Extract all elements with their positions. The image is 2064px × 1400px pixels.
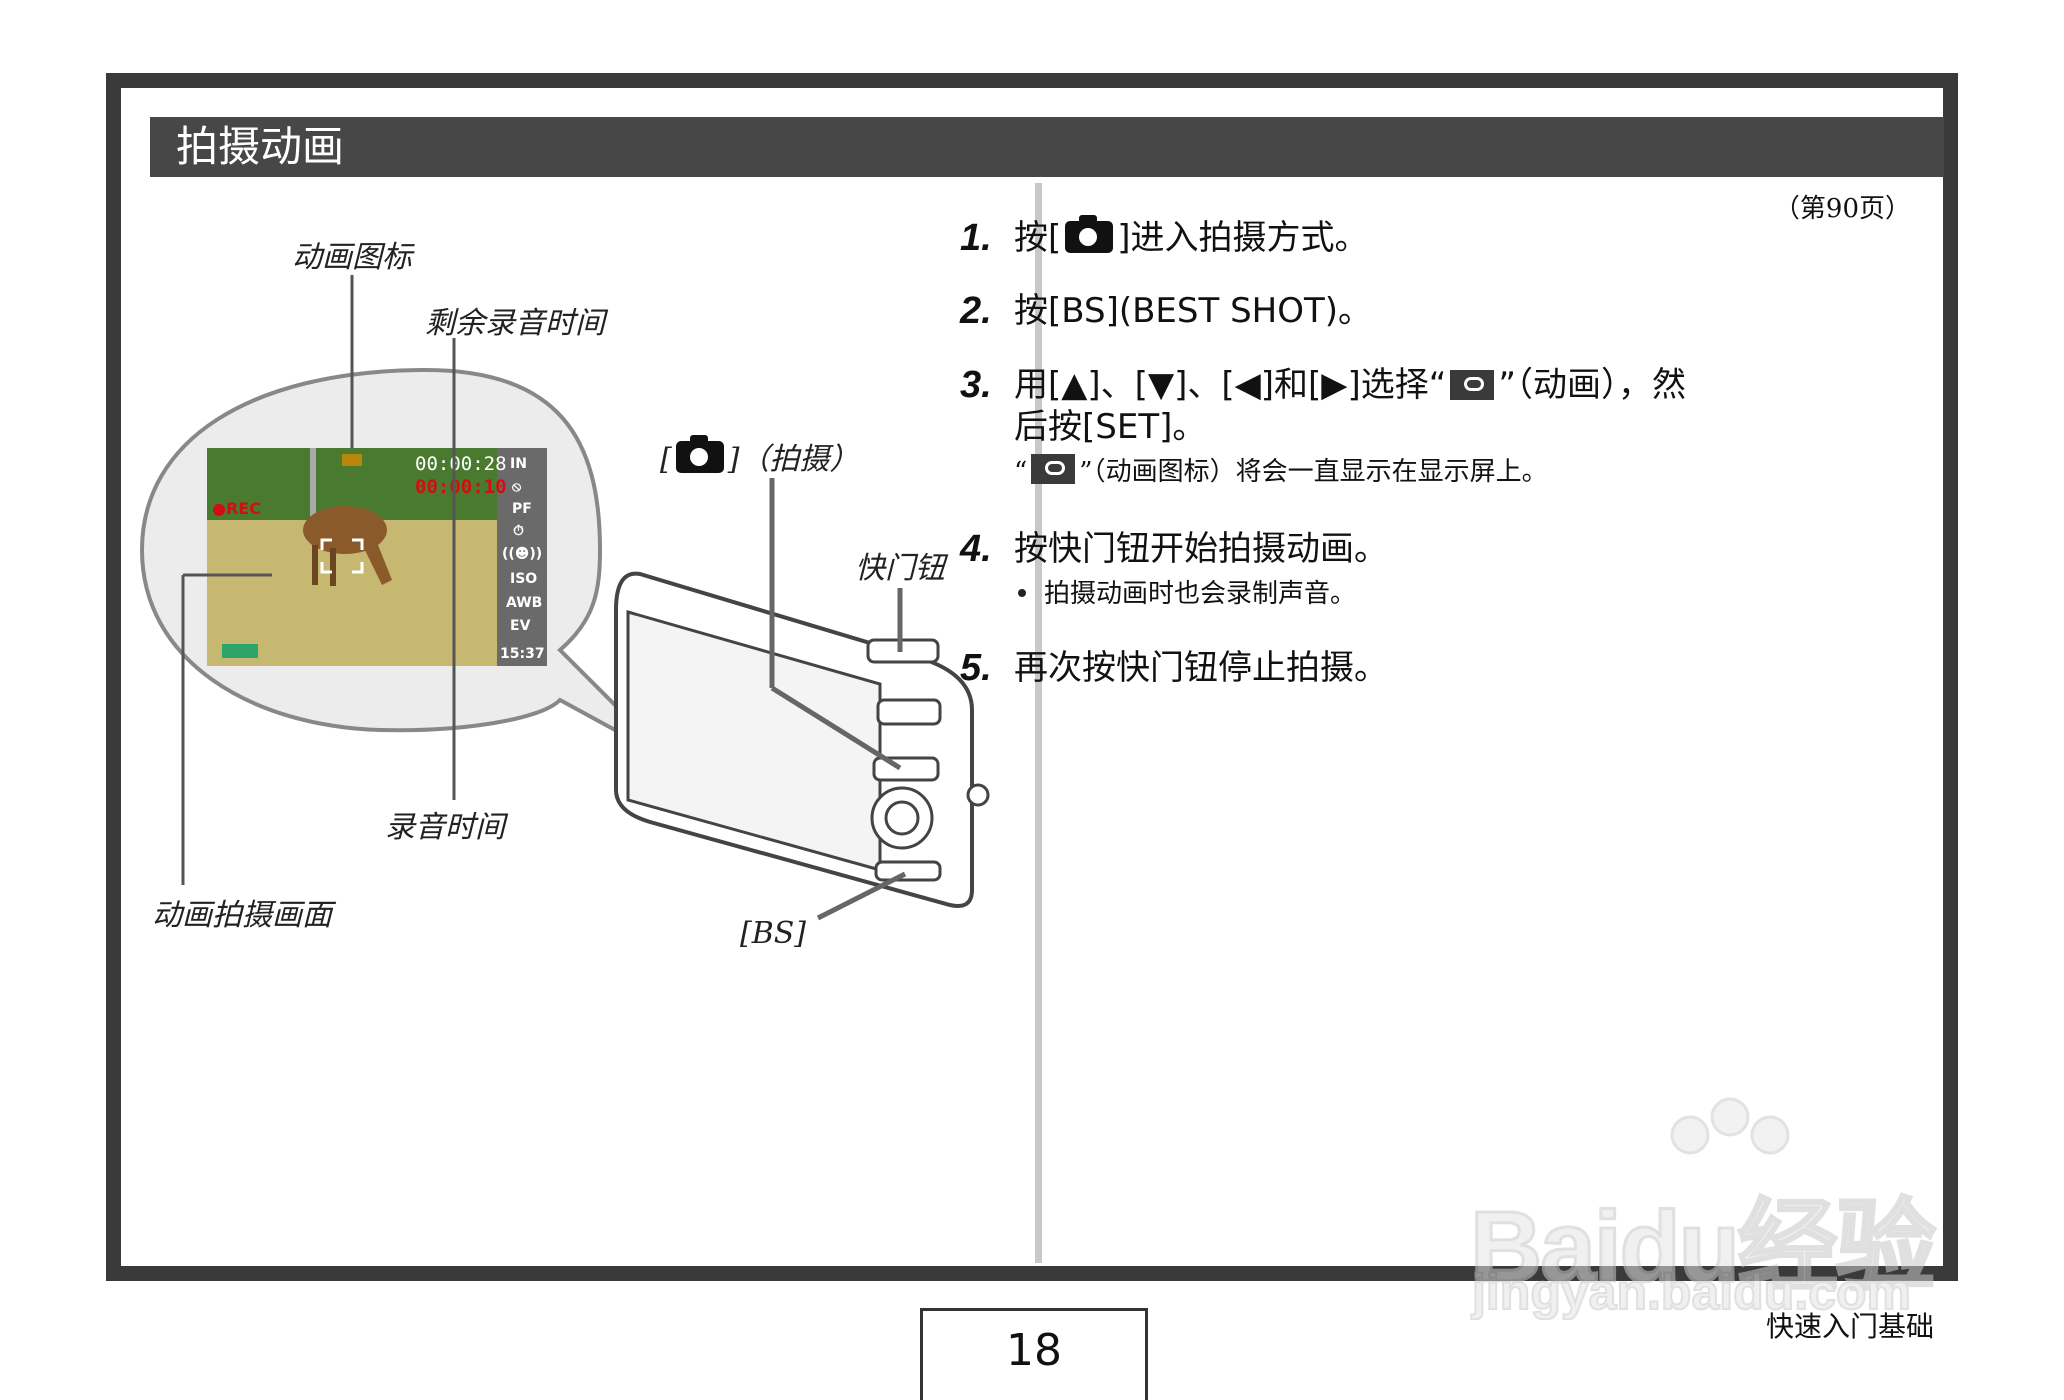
- lcd-fence-post: [310, 448, 316, 518]
- watermark-url: jingyan.baidu.com: [1471, 1263, 1912, 1321]
- step-text-part: 用[▲]、[▼]、[◀]和[▶]选择“: [1014, 365, 1447, 405]
- battery-icon: [222, 644, 258, 658]
- page-reference: （第90页）: [1773, 194, 1911, 224]
- step-text-part: ”（动画），然: [1498, 365, 1686, 405]
- leader-line-shoot-diag: [770, 685, 902, 771]
- bullet-text: 拍摄动画时也会录制声音。: [1044, 579, 1357, 609]
- lcd-clock: 15:37: [500, 646, 545, 662]
- step-text: 按快门钮开始拍摄动画。: [1014, 529, 1388, 569]
- movie-icon: [1031, 454, 1076, 484]
- deer-leg: [312, 545, 318, 585]
- lcd-side-icon-flash: ⦸: [512, 479, 522, 495]
- step-bullet: 拍摄动画时也会录制声音。: [1014, 576, 1388, 612]
- lcd-side-icon-awb: AWB: [506, 595, 542, 611]
- label-shoot-button: [ ]（拍摄）: [660, 434, 859, 478]
- camera-set-button: [884, 800, 920, 836]
- camera-rec-button: [872, 756, 940, 782]
- step-5: 5. 再次按快门钮停止拍摄。: [960, 647, 1388, 689]
- lcd-movie-icon: [342, 454, 362, 466]
- baidu-watermark: Baidu经验 jingyan.baidu.com: [1469, 1095, 1950, 1325]
- camera-illustration: 00:00:28 00:00:10 ●REC IN ⦸ PF ⏱ ((☻)) I…: [139, 275, 990, 921]
- page-number: 18: [920, 1308, 1148, 1400]
- lcd-side-icon-stabilizer: ((☻)): [502, 546, 542, 562]
- lcd-side-panel: [497, 448, 547, 666]
- footer-section-title: 快速入门基础: [1765, 1310, 1934, 1343]
- step-text-part: ]进入拍摄方式。: [1117, 218, 1369, 258]
- label-shutter: 快门钮: [855, 551, 945, 586]
- lcd-time-recorded: 00:00:10: [415, 476, 507, 498]
- section-title: 拍摄动画: [150, 117, 1944, 177]
- camera-strap-loop: [966, 783, 990, 807]
- step-number: 1.: [960, 217, 992, 259]
- step-number: 3.: [960, 364, 992, 406]
- camera-icon: [675, 435, 724, 473]
- focus-frame: [320, 538, 364, 574]
- lcd-side-icon-timer: ⏱: [513, 523, 524, 539]
- step-text-part: 后按[SET]。: [1014, 407, 1207, 447]
- camera-mode-buttons: [876, 698, 942, 726]
- step-text-part: 按[: [1014, 218, 1062, 258]
- label-bs-button: [BS]: [740, 916, 807, 951]
- deer-leg: [330, 548, 336, 586]
- movie-icon: [1450, 370, 1495, 400]
- lcd-time-remaining: 00:00:28: [415, 453, 507, 475]
- camera-shutter-button: [866, 638, 940, 664]
- step-number: 4.: [960, 528, 992, 570]
- lcd-side-icon-ev: EV: [510, 618, 531, 634]
- label-movie-icon: 动画图标: [292, 240, 412, 275]
- step-4: 4. 按快门钮开始拍摄动画。 拍摄动画时也会录制声音。: [960, 528, 1388, 612]
- label-shoot-suffix: ]（拍摄）: [727, 442, 860, 477]
- lcd-side-icon-memory: IN: [510, 456, 527, 472]
- camera-bs-button: [874, 860, 942, 882]
- label-movie-screen: 动画拍摄画面: [152, 898, 332, 933]
- label-record-time: 录音时间: [385, 810, 505, 845]
- label-shoot-prefix: [: [660, 442, 672, 477]
- step-text: 用[▲]、[▼]、[◀]和[▶]选择“ ”（动画），然后按[SET]。: [1014, 364, 1686, 448]
- lcd-rec-indicator: ●REC: [212, 499, 261, 518]
- paw-icon: [1670, 1097, 1790, 1155]
- step-3: 3. 用[▲]、[▼]、[◀]和[▶]选择“ ”（动画），然后按[SET]。 “ ”…: [960, 364, 1686, 490]
- step-number: 5.: [960, 647, 992, 689]
- step-2: 2. 按[BS](BEST SHOT)。: [960, 290, 1372, 332]
- note-part: ”（动画图标）将会一直显示在显示屏上。: [1079, 457, 1548, 487]
- camera-icon: [1065, 215, 1114, 253]
- column-divider: [1035, 183, 1042, 1263]
- lcd-side-icons: IN ⦸ PF ⏱ ((☻)) ISO AWB EV 15:37: [500, 456, 545, 662]
- deer-neck: [360, 525, 392, 585]
- label-remaining-time: 剩余录音时间: [425, 306, 605, 341]
- step-note: “ ”（动画图标）将会一直显示在显示屏上。: [1014, 454, 1686, 490]
- step-1: 1. 按[ ]进入拍摄方式。: [960, 215, 1369, 259]
- lcd-side-icon-pf: PF: [512, 501, 532, 517]
- step-text: 按[ ]进入拍摄方式。: [1014, 215, 1369, 259]
- watermark-text: Baidu经验: [1469, 1190, 1938, 1305]
- lcd-side-icon-iso: ISO: [510, 571, 537, 587]
- step-text: 按[BS](BEST SHOT)。: [1014, 291, 1373, 331]
- step-number: 2.: [960, 290, 992, 332]
- note-part: “: [1014, 457, 1028, 487]
- step-text: 再次按快门钮停止拍摄。: [1014, 648, 1388, 688]
- bullet-dot: [1018, 589, 1026, 597]
- leader-line-bs: [816, 871, 907, 921]
